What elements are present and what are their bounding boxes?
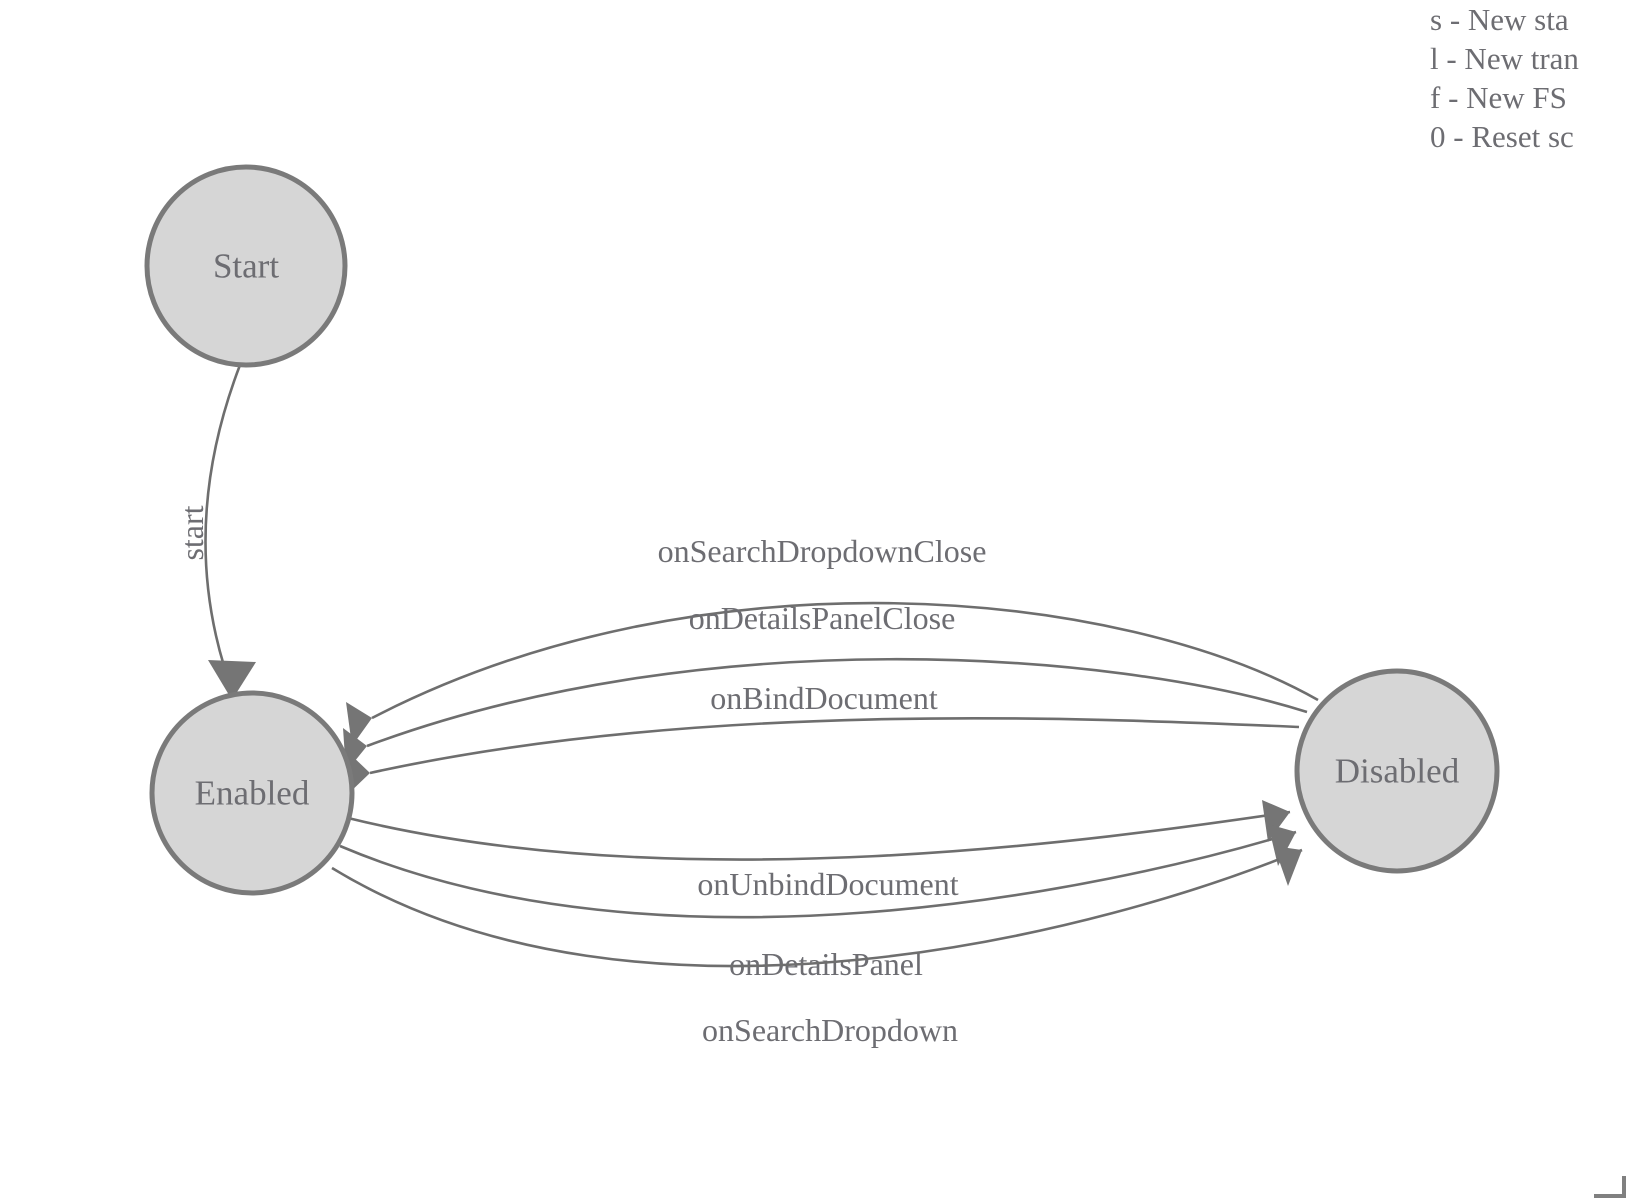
state-label-enabled: Enabled bbox=[195, 774, 310, 813]
state-circle-start[interactable] bbox=[144, 164, 348, 368]
edge-path-start[interactable] bbox=[204, 364, 242, 667]
arrowhead-onSearchDropdownClose bbox=[346, 702, 372, 746]
state-circle-disabled[interactable] bbox=[1294, 668, 1500, 874]
transition-label-onBindDocument: onBindDocument bbox=[710, 680, 938, 716]
edge-path-onDetailsPanelClose[interactable] bbox=[366, 657, 1308, 748]
transition-label-onDetailsPanel: onDetailsPanel bbox=[729, 946, 923, 982]
state-node-start[interactable]: Start bbox=[144, 164, 348, 368]
arrowhead-onSearchDropdown bbox=[1274, 846, 1302, 886]
transition-onDetailsPanel[interactable]: onDetailsPanel bbox=[339, 824, 1297, 982]
transition-label-start: start bbox=[174, 505, 210, 560]
state-circle-enabled[interactable] bbox=[149, 690, 355, 896]
transition-label-onUnbindDocument: onUnbindDocument bbox=[697, 866, 958, 902]
state-node-enabled[interactable]: Enabled bbox=[149, 690, 355, 896]
transition-onUnbindDocument[interactable]: onUnbindDocument bbox=[347, 800, 1291, 902]
transition-onDetailsPanelClose[interactable]: onDetailsPanelClose bbox=[343, 600, 1308, 772]
transition-onSearchDropdown[interactable]: onSearchDropdown bbox=[331, 846, 1303, 1048]
arrowhead-start bbox=[208, 660, 256, 700]
edge-path-onBindDocument[interactable] bbox=[369, 717, 1300, 775]
state-label-start: Start bbox=[213, 247, 279, 286]
transition-label-onSearchDropdown: onSearchDropdown bbox=[702, 1012, 958, 1048]
transition-label-onDetailsPanelClose: onDetailsPanelClose bbox=[689, 600, 956, 636]
edge-path-onSearchDropdown[interactable] bbox=[331, 848, 1303, 968]
state-label-disabled: Disabled bbox=[1335, 752, 1460, 791]
transition-onBindDocument[interactable]: onBindDocument bbox=[346, 680, 1300, 796]
arrowhead-onUnbindDocument bbox=[1262, 800, 1290, 842]
state-node-disabled[interactable]: Disabled bbox=[1294, 668, 1500, 874]
arrowhead-onDetailsPanel bbox=[1268, 824, 1296, 866]
edge-path-onSearchDropdownClose[interactable] bbox=[371, 601, 1319, 720]
edge-path-onUnbindDocument[interactable] bbox=[347, 810, 1291, 861]
edge-path-onDetailsPanel[interactable] bbox=[339, 830, 1297, 919]
transition-onSearchDropdownClose[interactable]: onSearchDropdownClose bbox=[346, 533, 1319, 746]
resize-handle[interactable] bbox=[1594, 1176, 1626, 1198]
transition-start[interactable]: start bbox=[174, 364, 256, 700]
transition-label-onSearchDropdownClose: onSearchDropdownClose bbox=[658, 533, 987, 569]
